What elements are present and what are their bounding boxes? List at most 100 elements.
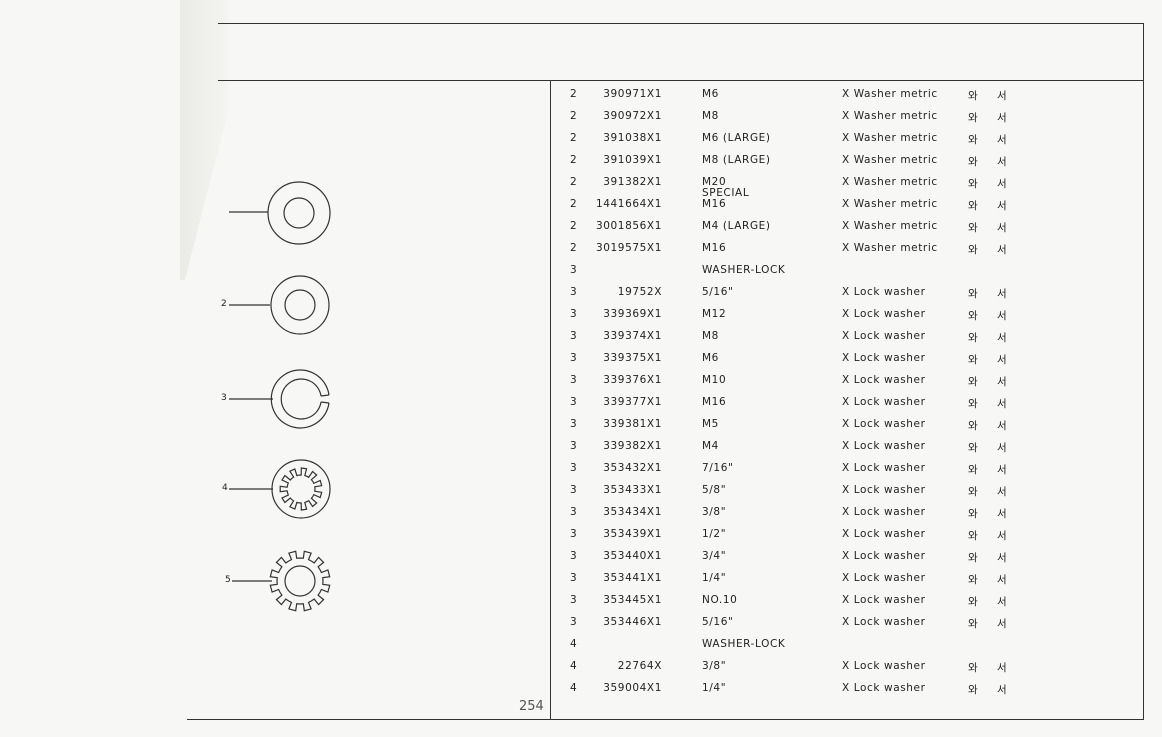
quantity: 3	[570, 594, 578, 606]
part-number: 339381X1	[603, 418, 662, 430]
korean-name: 와 서	[968, 464, 1015, 476]
description: NO.10	[702, 594, 738, 606]
korean-name: 와 서	[968, 596, 1015, 608]
quantity: 3	[570, 396, 578, 408]
column-divider	[550, 80, 551, 720]
part-name: X Lock washer	[842, 374, 926, 386]
part-number: 339374X1	[603, 330, 662, 342]
callout-5: 5	[225, 575, 231, 585]
quantity: 3	[570, 264, 578, 276]
quantity: 3	[570, 286, 578, 298]
description: M10	[702, 374, 727, 386]
korean-name: 와 서	[968, 156, 1015, 168]
quantity: 4	[570, 660, 578, 672]
korean-name: 와 서	[968, 332, 1015, 344]
description: M6 (LARGE)	[702, 132, 771, 144]
part-number: 359004X1	[603, 682, 662, 694]
korean-name: 와 서	[968, 442, 1015, 454]
part-number: 1441664X1	[595, 198, 662, 210]
quantity: 3	[570, 572, 578, 584]
part-number: 19752X	[617, 286, 662, 298]
korean-name: 와 서	[968, 376, 1015, 388]
frame-bottom-line	[187, 719, 1144, 720]
korean-name: 와 서	[968, 222, 1015, 234]
description: M6	[702, 352, 719, 364]
part-name: X Lock washer	[842, 396, 926, 408]
page-number: 254	[519, 699, 544, 714]
part-name: X Lock washer	[842, 594, 926, 606]
part-number: 353440X1	[603, 550, 662, 562]
korean-name: 와 서	[968, 90, 1015, 102]
quantity: 4	[570, 682, 578, 694]
part-number: 390971X1	[603, 88, 662, 100]
korean-name: 와 서	[968, 530, 1015, 542]
description: M5	[702, 418, 719, 430]
part-name: X Lock washer	[842, 308, 926, 320]
description: 5/8"	[702, 484, 727, 496]
part-number: 339377X1	[603, 396, 662, 408]
part-name: X Lock washer	[842, 682, 926, 694]
part-number: 353432X1	[603, 462, 662, 474]
quantity: 3	[570, 330, 578, 342]
part-number: 339376X1	[603, 374, 662, 386]
part-number: 391382X1	[603, 176, 662, 188]
description: WASHER-LOCK	[702, 264, 786, 276]
washer-flat-2	[229, 275, 330, 335]
quantity: 3	[570, 528, 578, 540]
quantity: 3	[570, 616, 578, 628]
part-name: X Lock washer	[842, 286, 926, 298]
korean-name: 와 서	[968, 112, 1015, 124]
description: M16	[702, 198, 727, 210]
part-number: 353434X1	[603, 506, 662, 518]
description: M4	[702, 440, 719, 452]
quantity: 3	[570, 550, 578, 562]
description: 3/8"	[702, 660, 727, 672]
header-bottom-line	[218, 80, 1143, 81]
description: M16	[702, 242, 727, 254]
quantity: 3	[570, 506, 578, 518]
part-number: 391039X1	[603, 154, 662, 166]
quantity: 2	[570, 132, 578, 144]
quantity: 2	[570, 176, 578, 188]
part-number: 3019575X1	[595, 242, 662, 254]
korean-name: 와 서	[968, 244, 1015, 256]
part-number: 353441X1	[603, 572, 662, 584]
part-name: X Washer metric	[842, 220, 938, 232]
callout-2: 2	[221, 299, 227, 309]
part-number: 353433X1	[603, 484, 662, 496]
korean-name: 와 서	[968, 354, 1015, 366]
korean-name: 와 서	[968, 134, 1015, 146]
part-name: X Lock washer	[842, 462, 926, 474]
quantity: 2	[570, 220, 578, 232]
part-name: X Lock washer	[842, 660, 926, 672]
korean-name: 와 서	[968, 574, 1015, 586]
part-name: X Lock washer	[842, 506, 926, 518]
quantity: 2	[570, 154, 578, 166]
washer-internal-tooth-4	[229, 459, 331, 519]
part-name: X Washer metric	[842, 88, 938, 100]
korean-name: 와 서	[968, 552, 1015, 564]
washer-flat-1	[229, 181, 331, 245]
korean-name: 와 서	[968, 398, 1015, 410]
quantity: 3	[570, 374, 578, 386]
description: M20	[702, 176, 727, 188]
korean-name: 와 서	[968, 618, 1015, 630]
part-number: 339369X1	[603, 308, 662, 320]
korean-name: 와 서	[968, 420, 1015, 432]
part-number: 339382X1	[603, 440, 662, 452]
frame-top-line	[218, 23, 1143, 24]
callout-4: 4	[222, 483, 228, 493]
description: M4 (LARGE)	[702, 220, 771, 232]
part-name: X Lock washer	[842, 550, 926, 562]
description: 3/8"	[702, 506, 727, 518]
part-number: 22764X	[617, 660, 662, 672]
part-number: 339375X1	[603, 352, 662, 364]
description-subline: SPECIAL	[702, 187, 750, 199]
quantity: 4	[570, 638, 578, 650]
korean-name: 와 서	[968, 486, 1015, 498]
korean-name: 와 서	[968, 310, 1015, 322]
part-name: X Lock washer	[842, 418, 926, 430]
description: 3/4"	[702, 550, 727, 562]
part-name: X Lock washer	[842, 484, 926, 496]
